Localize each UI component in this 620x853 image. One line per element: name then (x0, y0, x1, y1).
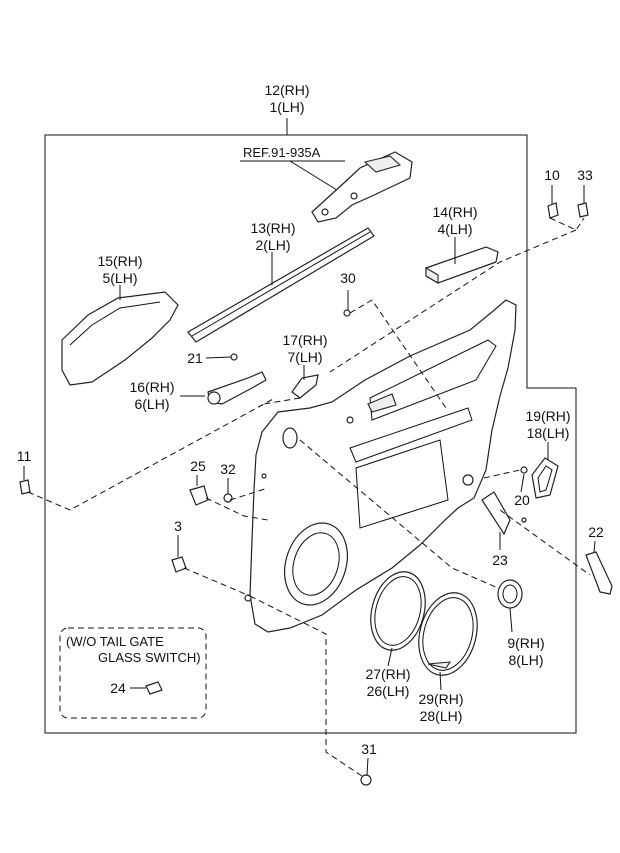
callout-16: 16(RH) (129, 379, 174, 395)
callout-29: 29(RH) (418, 691, 463, 707)
trim-22 (585, 551, 613, 595)
dash-20 (483, 469, 521, 479)
callout-22: 22 (588, 524, 604, 540)
ref-leader (289, 160, 346, 196)
pull-handle-bracket (207, 371, 267, 405)
dash-32 (229, 487, 269, 501)
clip-10 (547, 202, 559, 219)
callout-1: 1(LH) (269, 99, 304, 115)
callout-2: 2(LH) (255, 237, 290, 253)
plug-24 (145, 681, 163, 695)
callout-18: 18(LH) (527, 425, 570, 441)
fastener-32 (223, 493, 233, 503)
callout-6: 6(LH) (134, 396, 169, 412)
tweeter-grille (497, 579, 523, 609)
clip-3 (171, 556, 187, 573)
dash-clip-to-panel (329, 229, 577, 373)
callout-31: 31 (361, 741, 377, 757)
inside-handle-bezel (311, 151, 413, 223)
callout-30: 30 (340, 270, 356, 286)
handle-cover (291, 374, 319, 399)
screw-30 (343, 309, 351, 317)
ref-label: REF.91-935A (243, 145, 321, 160)
armrest-pad (425, 246, 499, 284)
dash-11 (27, 397, 276, 511)
leader-21 (205, 356, 232, 359)
leader-31 (366, 757, 369, 776)
callout-14: 14(RH) (432, 204, 477, 220)
dash-10-33 (549, 217, 585, 231)
trim-23 (481, 491, 511, 536)
callout-17: 17(RH) (282, 332, 327, 348)
leader-22 (593, 540, 596, 553)
callout-27: 27(RH) (365, 666, 410, 682)
screw-21 (230, 353, 238, 361)
callout-20: 20 (514, 492, 530, 508)
leader-27 (387, 647, 393, 667)
dash-17 (263, 397, 301, 405)
callout-23: 23 (492, 552, 508, 568)
leader-29 (439, 671, 442, 691)
switch-bezel (531, 457, 559, 499)
assembly-frame (44, 134, 577, 734)
callout-21: 21 (187, 350, 203, 366)
dash-3-to-31 (249, 595, 363, 777)
callout-10: 10 (544, 167, 560, 183)
callout-15: 15(RH) (97, 253, 142, 269)
dash-3 (183, 567, 251, 597)
callout-19: 19(RH) (525, 408, 570, 424)
dash-25 (205, 497, 269, 521)
callout-24: 24 (110, 680, 126, 696)
callout-25: 25 (190, 458, 206, 474)
note-box (59, 627, 207, 719)
callout-28: 28(LH) (420, 708, 463, 724)
speaker-grille (418, 592, 478, 676)
callout-9: 9(RH) (507, 635, 544, 651)
speaker-ring (370, 571, 426, 651)
fastener-25 (189, 485, 209, 506)
clip-11 (19, 479, 31, 495)
callout-32: 32 (220, 461, 236, 477)
dash-23-22 (499, 509, 591, 576)
note-line-2: GLASS SWITCH) (98, 650, 201, 665)
screw-20 (520, 466, 528, 523)
callout-4: 4(LH) (437, 221, 472, 237)
leader-9 (509, 607, 513, 633)
callout-5: 5(LH) (102, 270, 137, 286)
callout-11: 11 (17, 448, 32, 464)
leader-20 (520, 473, 525, 493)
callout-8: 8(LH) (508, 652, 543, 668)
clip-33 (577, 202, 589, 218)
callout-3: 3 (174, 518, 182, 534)
callout-12: 12(RH) (264, 82, 309, 98)
bolt-31 (360, 774, 372, 786)
callout-13: 13(RH) (250, 220, 295, 236)
belt-weatherstrip (187, 227, 375, 343)
door-trim-panel (244, 299, 517, 633)
note-line-1: (W/O TAIL GATE (66, 634, 164, 649)
callout-7: 7(LH) (287, 349, 322, 365)
callout-26: 26(LH) (367, 683, 410, 699)
callout-33: 33 (577, 167, 593, 183)
dash-30 (349, 299, 447, 409)
upper-trim-panel (61, 291, 179, 386)
dash-9 (299, 439, 499, 589)
